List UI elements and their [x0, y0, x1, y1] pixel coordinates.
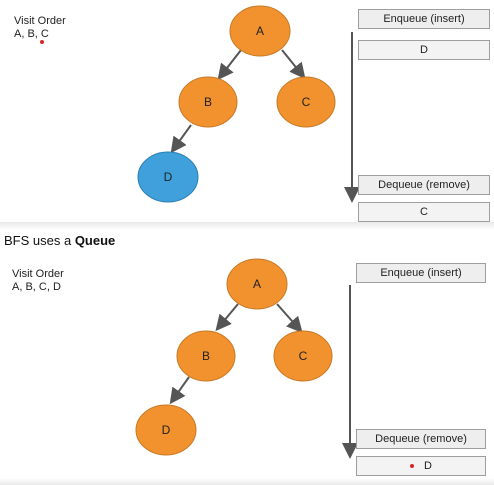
dequeue-label: Dequeue (remove)	[358, 175, 490, 195]
svg-text:C: C	[302, 95, 311, 109]
bottom-divider	[0, 478, 494, 485]
enqueue-label: Enqueue (insert)	[356, 263, 486, 283]
edge-a-c	[276, 303, 303, 333]
panel-divider	[0, 222, 494, 230]
bfs-panel-step-2: Visit Order A, B, C, D A B C D Enqueue (…	[0, 258, 494, 478]
edge-a-b	[217, 49, 242, 81]
queue-slot-top: D	[358, 40, 490, 60]
bfs-panel-step-1: Visit Order A, B, C A B C D Enqueue (i	[0, 0, 494, 222]
node-a: A	[229, 5, 291, 57]
visit-order-title: Visit Order	[12, 268, 64, 280]
enqueue-label: Enqueue (insert)	[358, 9, 490, 29]
visit-order-list: A, B, C, D	[12, 281, 61, 293]
node-b: B	[178, 76, 238, 128]
node-b: B	[176, 330, 236, 382]
node-a: A	[226, 258, 288, 310]
svg-text:D: D	[164, 170, 173, 184]
svg-text:A: A	[253, 277, 261, 291]
cursor-marker	[410, 464, 415, 468]
node-c: C	[273, 330, 333, 382]
node-d-highlighted: D	[137, 151, 199, 203]
svg-text:B: B	[202, 349, 210, 363]
svg-text:D: D	[162, 423, 171, 437]
visit-order-list: A, B, C	[14, 28, 49, 40]
visit-order-title: Visit Order	[14, 15, 66, 27]
caption-bold: Queue	[74, 233, 116, 248]
tree-diagram: A B C D	[135, 258, 358, 459]
edge-a-c	[281, 49, 306, 80]
dequeue-label: Dequeue (remove)	[356, 429, 486, 449]
queue-slot-bottom: D	[356, 456, 486, 476]
edge-a-b	[215, 303, 239, 332]
node-d: D	[135, 404, 197, 456]
caption: BFS uses a Queue	[4, 233, 116, 248]
queue-slot-bottom: C	[358, 202, 490, 222]
queue-slot-value: D	[424, 460, 432, 472]
tree-diagram: A B C D	[137, 5, 360, 203]
edge-b-d	[170, 124, 192, 154]
svg-text:B: B	[204, 95, 212, 109]
node-c: C	[276, 76, 336, 128]
svg-text:A: A	[256, 24, 264, 38]
svg-text:C: C	[299, 349, 308, 363]
edge-b-d	[169, 376, 190, 405]
cursor-marker	[40, 40, 44, 44]
